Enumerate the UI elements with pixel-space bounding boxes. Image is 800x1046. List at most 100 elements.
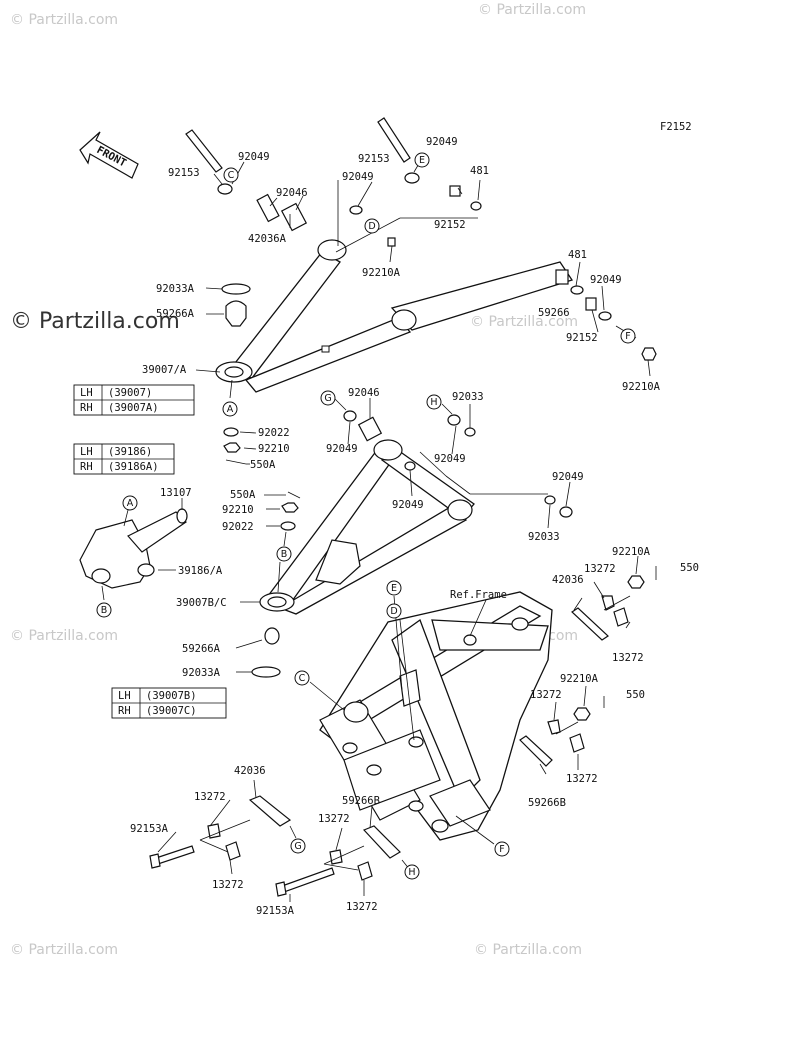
callout-e-upper: E xyxy=(414,152,430,168)
svg-text:G: G xyxy=(324,393,331,404)
upper-a-arm xyxy=(215,239,574,393)
label-92153: 92153 xyxy=(358,153,390,165)
svg-text:RH: RH xyxy=(80,461,93,473)
label-13272: 13272 xyxy=(346,901,378,913)
label-92033a: 92033A xyxy=(156,283,195,295)
label-92210a: 92210A xyxy=(560,673,599,685)
svg-text:D: D xyxy=(368,221,375,232)
watermark-main: © Partzilla.com xyxy=(10,309,180,334)
callout-c-frame: C xyxy=(294,670,310,686)
table-upper-arm: LH (39007) RH (39007A) xyxy=(73,384,195,416)
label-39186-a: 39186/A xyxy=(178,565,223,577)
svg-text:A: A xyxy=(227,404,234,415)
svg-text:LH: LH xyxy=(80,446,93,458)
rear-bracket-lower xyxy=(519,685,605,775)
svg-text:(39007A): (39007A) xyxy=(108,402,159,414)
svg-text:LH: LH xyxy=(80,387,93,399)
svg-text:B: B xyxy=(101,605,108,616)
svg-text:G: G xyxy=(294,841,301,852)
label-39007-a: 39007/A xyxy=(142,364,187,376)
label-92033: 92033 xyxy=(452,391,484,403)
svg-text:(39186): (39186) xyxy=(108,446,152,458)
lower-left-bolt-group xyxy=(149,779,297,875)
label-42036a: 42036A xyxy=(248,233,287,245)
label-13272: 13272 xyxy=(318,813,350,825)
label-92049: 92049 xyxy=(552,471,584,483)
knuckle-fasteners-top xyxy=(223,427,257,465)
label-42036: 42036 xyxy=(234,765,266,777)
label-59266a: 59266A xyxy=(182,643,221,655)
label-59266b: 59266B xyxy=(342,795,380,807)
label-59266a: 59266A xyxy=(156,308,195,320)
svg-text:C: C xyxy=(299,673,306,684)
label-92033: 92033 xyxy=(528,531,560,543)
callout-g-frame: G xyxy=(290,838,306,854)
svg-text:F: F xyxy=(499,844,504,855)
label-92033a: 92033A xyxy=(182,667,221,679)
rear-bracket-upper xyxy=(571,555,657,641)
label-42036: 42036 xyxy=(552,574,584,586)
label-92049: 92049 xyxy=(238,151,270,163)
watermark-right-mid: © Partzilla.com xyxy=(470,314,578,330)
svg-text:(39007B): (39007B) xyxy=(146,690,197,702)
label-13272: 13272 xyxy=(566,773,598,785)
label-92049: 92049 xyxy=(434,453,466,465)
label-550a: 550A xyxy=(250,459,276,471)
lower-mid-bolt-group xyxy=(275,805,411,902)
label-92022: 92022 xyxy=(222,521,254,533)
lower-leaders xyxy=(235,397,571,673)
label-550a: 550A xyxy=(230,489,256,501)
svg-text:E: E xyxy=(391,583,397,594)
label-92049: 92049 xyxy=(342,171,374,183)
callout-e-frame: E xyxy=(386,580,402,596)
label-481: 481 xyxy=(470,165,489,177)
label-92049: 92049 xyxy=(426,136,458,148)
label-92152: 92152 xyxy=(434,219,466,231)
callout-d-frame: D xyxy=(386,603,402,619)
figure-code: F2152 xyxy=(660,121,692,133)
label-59266b: 59266B xyxy=(528,797,566,809)
label-92022: 92022 xyxy=(258,427,290,439)
label-59266: 59266 xyxy=(538,307,570,319)
table-knuckle: LH (39186) RH (39186A) xyxy=(73,443,175,475)
watermark-bottom-left: © Partzilla.com xyxy=(10,942,118,958)
label-ref-frame: Ref.Frame xyxy=(450,589,507,601)
lower-a-arm xyxy=(259,439,475,615)
label-550: 550 xyxy=(680,562,699,574)
label-92153: 92153 xyxy=(168,167,200,179)
watermark-left-lower: © Partzilla.com xyxy=(10,628,118,644)
label-13272: 13272 xyxy=(530,689,562,701)
front-arrow-icon: FRONT xyxy=(79,131,139,179)
callout-b-lower: B xyxy=(276,546,292,562)
callout-b-knuckle: B xyxy=(96,602,112,618)
label-92049: 92049 xyxy=(326,443,358,455)
label-13272: 13272 xyxy=(584,563,616,575)
steering-knuckle xyxy=(79,498,188,601)
frame xyxy=(319,591,553,841)
label-92210: 92210 xyxy=(258,443,290,455)
svg-text:A: A xyxy=(127,498,134,509)
label-550: 550 xyxy=(626,689,645,701)
watermark-top-right: © Partzilla.com xyxy=(478,2,586,18)
label-92046: 92046 xyxy=(276,187,308,199)
svg-text:C: C xyxy=(228,170,235,181)
upper-hardware xyxy=(185,117,657,361)
callout-f-frame: F xyxy=(494,841,510,857)
label-92046: 92046 xyxy=(348,387,380,399)
callout-g-lower: G xyxy=(320,390,336,406)
svg-text:(39007): (39007) xyxy=(108,387,152,399)
lower-hardware xyxy=(251,410,573,678)
callout-f-upper: F xyxy=(620,328,636,344)
svg-text:B: B xyxy=(281,549,288,560)
svg-text:H: H xyxy=(408,867,415,878)
callout-a-upper: A xyxy=(222,401,238,417)
svg-text:RH: RH xyxy=(118,705,131,717)
callout-h-lower: H xyxy=(426,394,442,410)
svg-text:E: E xyxy=(419,155,425,166)
svg-text:D: D xyxy=(390,606,397,617)
svg-text:RH: RH xyxy=(80,402,93,414)
label-39007b-c: 39007B/C xyxy=(176,597,227,609)
svg-text:H: H xyxy=(430,397,437,408)
label-13272: 13272 xyxy=(194,791,226,803)
